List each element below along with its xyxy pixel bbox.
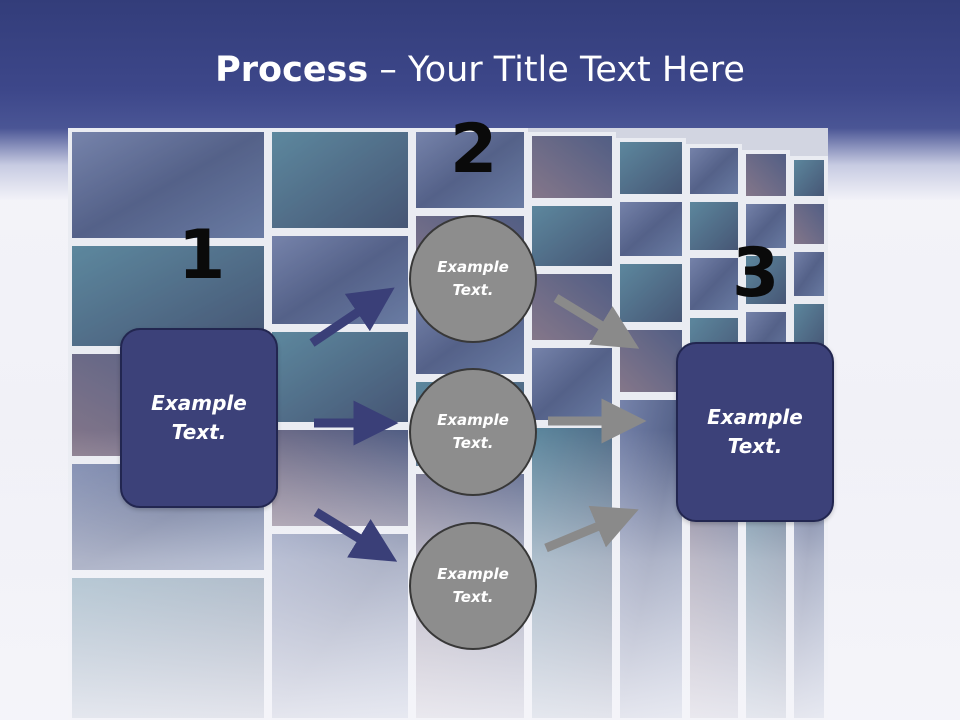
arrow-left-to-bottom	[313, 508, 398, 562]
right-process-box: Example Text.	[676, 342, 834, 522]
circle-top-text: Example Text.	[437, 258, 509, 299]
slide-title: Process – Your Title Text Here	[0, 50, 960, 90]
right-box-text: Example Text.	[707, 405, 803, 458]
step-number-1: 1	[178, 216, 226, 295]
circle-bottom-text: Example Text.	[437, 565, 509, 606]
arrow-bottom-to-right	[544, 505, 639, 553]
arrow-left-to-top	[309, 287, 395, 347]
circle-middle: Example Text.	[409, 368, 537, 496]
step-number-3: 3	[732, 234, 780, 313]
title-bold: Process	[215, 50, 369, 90]
circle-middle-text: Example Text.	[437, 411, 509, 452]
left-process-box: Example Text.	[120, 328, 278, 508]
arrow-top-to-right	[553, 294, 640, 349]
circle-top: Example Text.	[409, 215, 537, 343]
left-box-text: Example Text.	[151, 391, 247, 444]
title-rest: – Your Title Text Here	[368, 50, 745, 90]
step-number-2: 2	[450, 110, 498, 189]
circle-bottom: Example Text.	[409, 522, 537, 650]
